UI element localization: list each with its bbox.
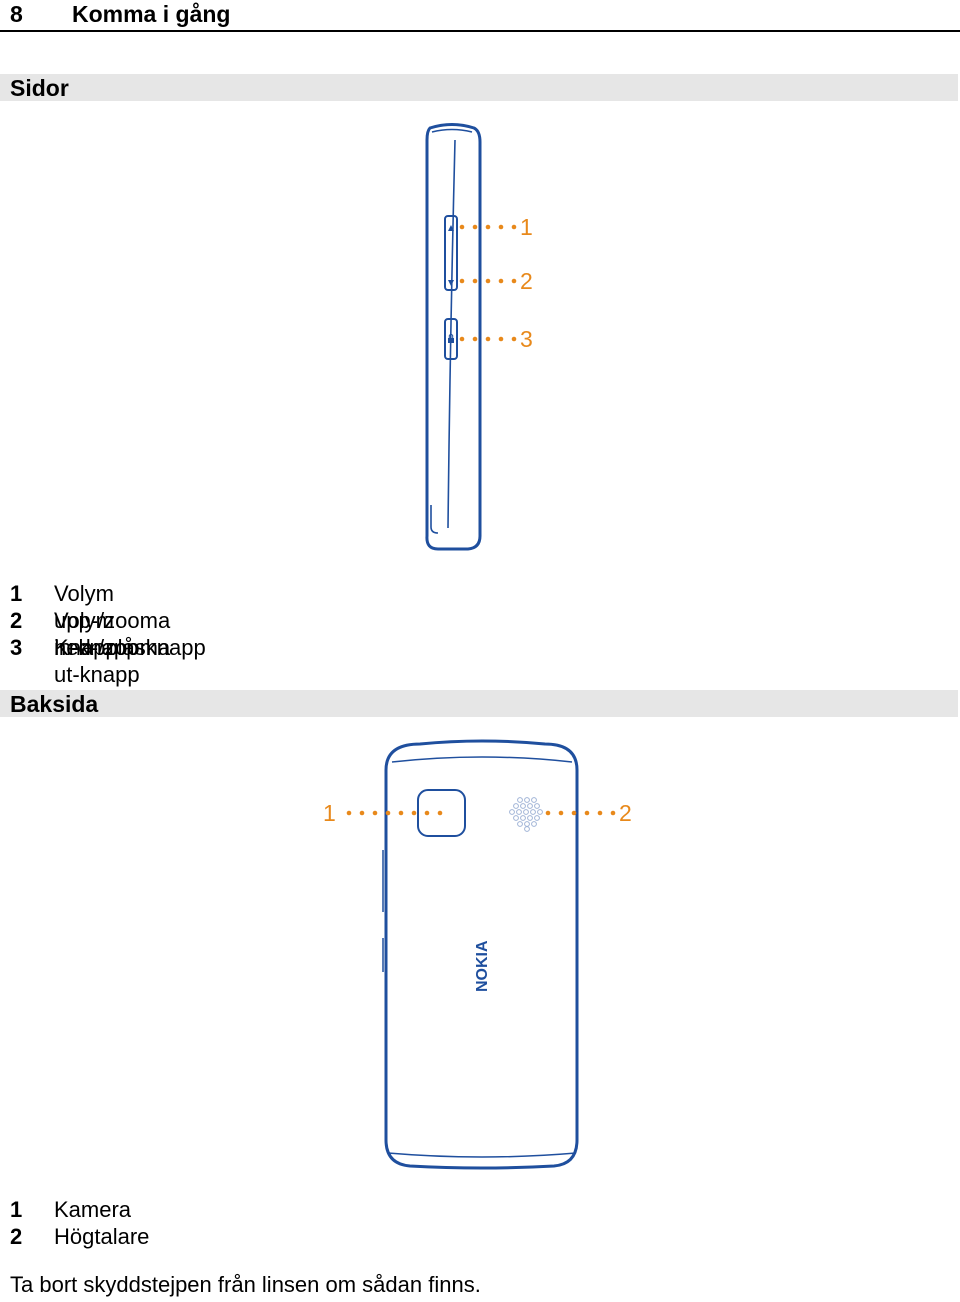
section-heading-sides-label: Sidor (10, 75, 69, 101)
side-callout-1: 1 (520, 214, 533, 240)
back-callout-1: 1 (323, 800, 336, 826)
protective-tape-note: Ta bort skyddstejpen från linsen om såda… (10, 1272, 481, 1297)
phone-side-illustration: 1 2 3 (425, 123, 533, 551)
section-heading-sides: Sidor (0, 74, 958, 101)
phone-back-illustration: NOKIA 1 2 (323, 739, 632, 1170)
section-heading-back-label: Baksida (10, 691, 99, 717)
side-callout-3: 3 (520, 326, 533, 352)
chapter-title: Komma i gång (72, 1, 231, 27)
nokia-logo: NOKIA (474, 940, 491, 992)
page-header: 8 Komma i gång (0, 0, 960, 32)
back-callout-2: 2 (619, 800, 632, 826)
side-callout-2: 2 (520, 268, 533, 294)
section-heading-back: Baksida (0, 690, 958, 717)
page-number: 8 (10, 1, 23, 27)
